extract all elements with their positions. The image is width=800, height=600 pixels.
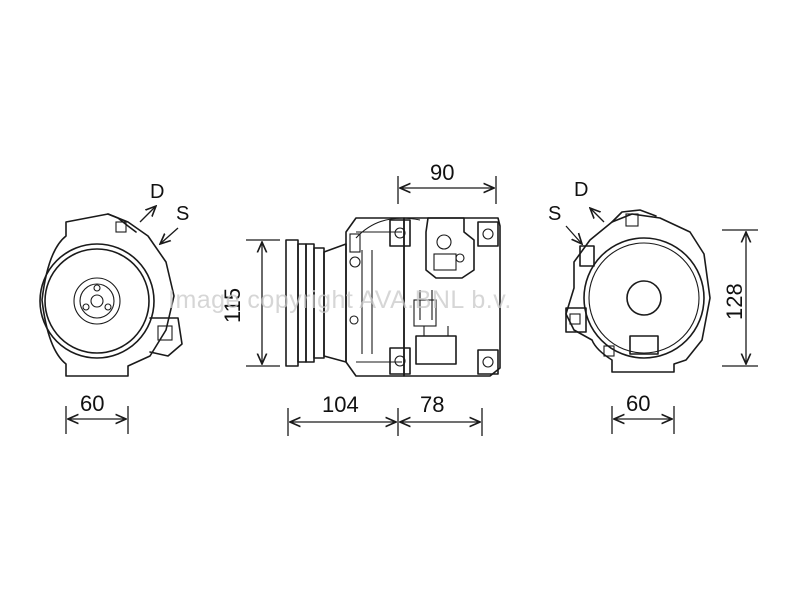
side-height-dimension: 115 bbox=[220, 288, 245, 323]
left-view: D S 60 bbox=[39, 181, 189, 434]
watermark-text: Image copyright AVA.BNL b.v. bbox=[168, 286, 512, 314]
right-height-dimension: 128 bbox=[722, 283, 747, 320]
side-top-dimension: 90 bbox=[430, 160, 454, 185]
right-port-s-label: S bbox=[548, 203, 561, 225]
left-port-d-label: D bbox=[150, 181, 164, 203]
right-port-d-label: D bbox=[574, 179, 588, 201]
right-width-dimension: 60 bbox=[626, 391, 650, 416]
side-view: 90 115 104 78 bbox=[220, 160, 501, 436]
right-view: D S 60 128 bbox=[548, 179, 758, 434]
left-port-s-label: S bbox=[176, 203, 189, 225]
left-width-dimension: 60 bbox=[80, 391, 104, 416]
side-body-section-dimension: 78 bbox=[420, 392, 444, 417]
side-pulley-section-dimension: 104 bbox=[322, 392, 359, 417]
